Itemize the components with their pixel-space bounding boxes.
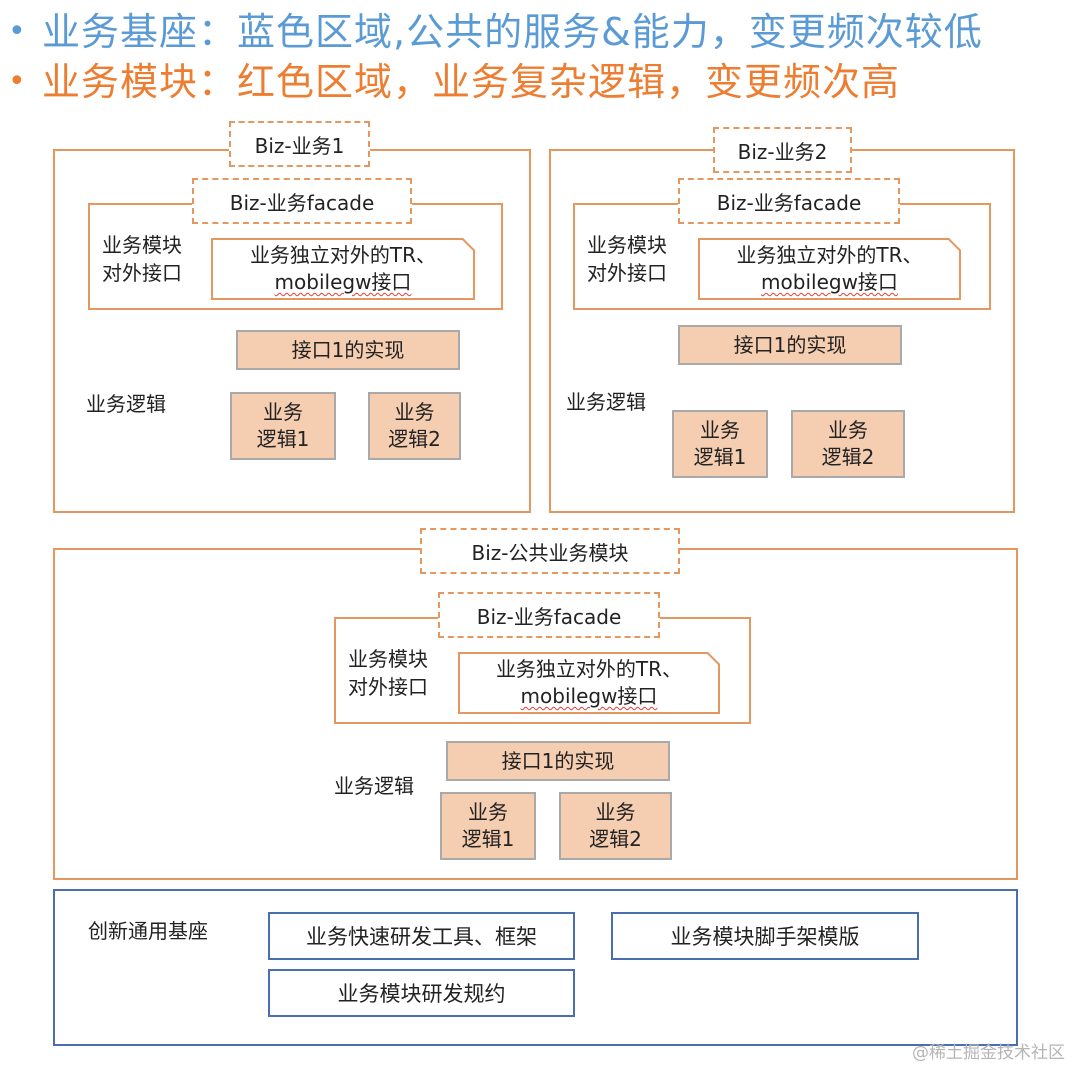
bullet-icon: • [8,64,26,99]
base-item-tools: 业务快速研发工具、框架 [268,912,575,960]
bullet-icon: • [8,14,26,49]
common-facade: Biz-业务facade [438,592,660,638]
biz2-title: Biz-业务2 [713,127,852,173]
biz1-logic-2: 业务 逻辑2 [368,392,461,460]
base-container [53,889,1018,1046]
common-api-label: 业务模块 对外接口 [348,647,428,699]
common-api-interface: 业务独立对外的TR、 mobilegw接口 [458,652,720,714]
biz1-api-label: 业务模块 对外接口 [102,233,182,285]
header-line-1: • 业务基座：蓝色区域,公共的服务&能力，变更频次较低 [8,8,983,56]
biz1-facade: Biz-业务facade [192,178,412,224]
base-label: 创新通用基座 [88,919,208,943]
biz2-logic-label: 业务逻辑 [566,390,646,414]
biz1-logic-label: 业务逻辑 [86,392,166,416]
biz2-api-interface: 业务独立对外的TR、 mobilegw接口 [698,238,961,300]
biz1-title: Biz-业务1 [229,121,370,167]
common-logic-label: 业务逻辑 [334,774,414,798]
biz1-impl-box: 接口1的实现 [236,330,460,370]
biz2-logic-2: 业务 逻辑2 [791,410,905,478]
header-line-2: • 业务模块：红色区域，业务复杂逻辑，变更频次高 [8,58,900,106]
biz2-facade: Biz-业务facade [678,178,900,224]
common-logic-1: 业务 逻辑1 [440,792,536,860]
watermark: @稀土掘金技术社区 [912,1043,1065,1063]
biz1-api-interface: 业务独立对外的TR、 mobilegw接口 [211,238,475,300]
common-impl-box: 接口1的实现 [446,741,670,781]
biz1-logic-1: 业务 逻辑1 [230,392,336,460]
biz2-logic-1: 业务 逻辑1 [672,410,768,478]
biz2-impl-box: 接口1的实现 [678,325,902,365]
header-text-2: 业务模块：红色区域，业务复杂逻辑，变更频次高 [42,60,901,104]
base-item-scaffold: 业务模块脚手架模版 [611,912,919,960]
base-item-spec: 业务模块研发规约 [268,969,575,1017]
biz2-api-label: 业务模块 对外接口 [587,233,667,285]
common-logic-2: 业务 逻辑2 [559,792,672,860]
header-text-1: 业务基座：蓝色区域,公共的服务&能力，变更频次较低 [42,10,983,54]
common-title: Biz-公共业务模块 [420,528,680,574]
